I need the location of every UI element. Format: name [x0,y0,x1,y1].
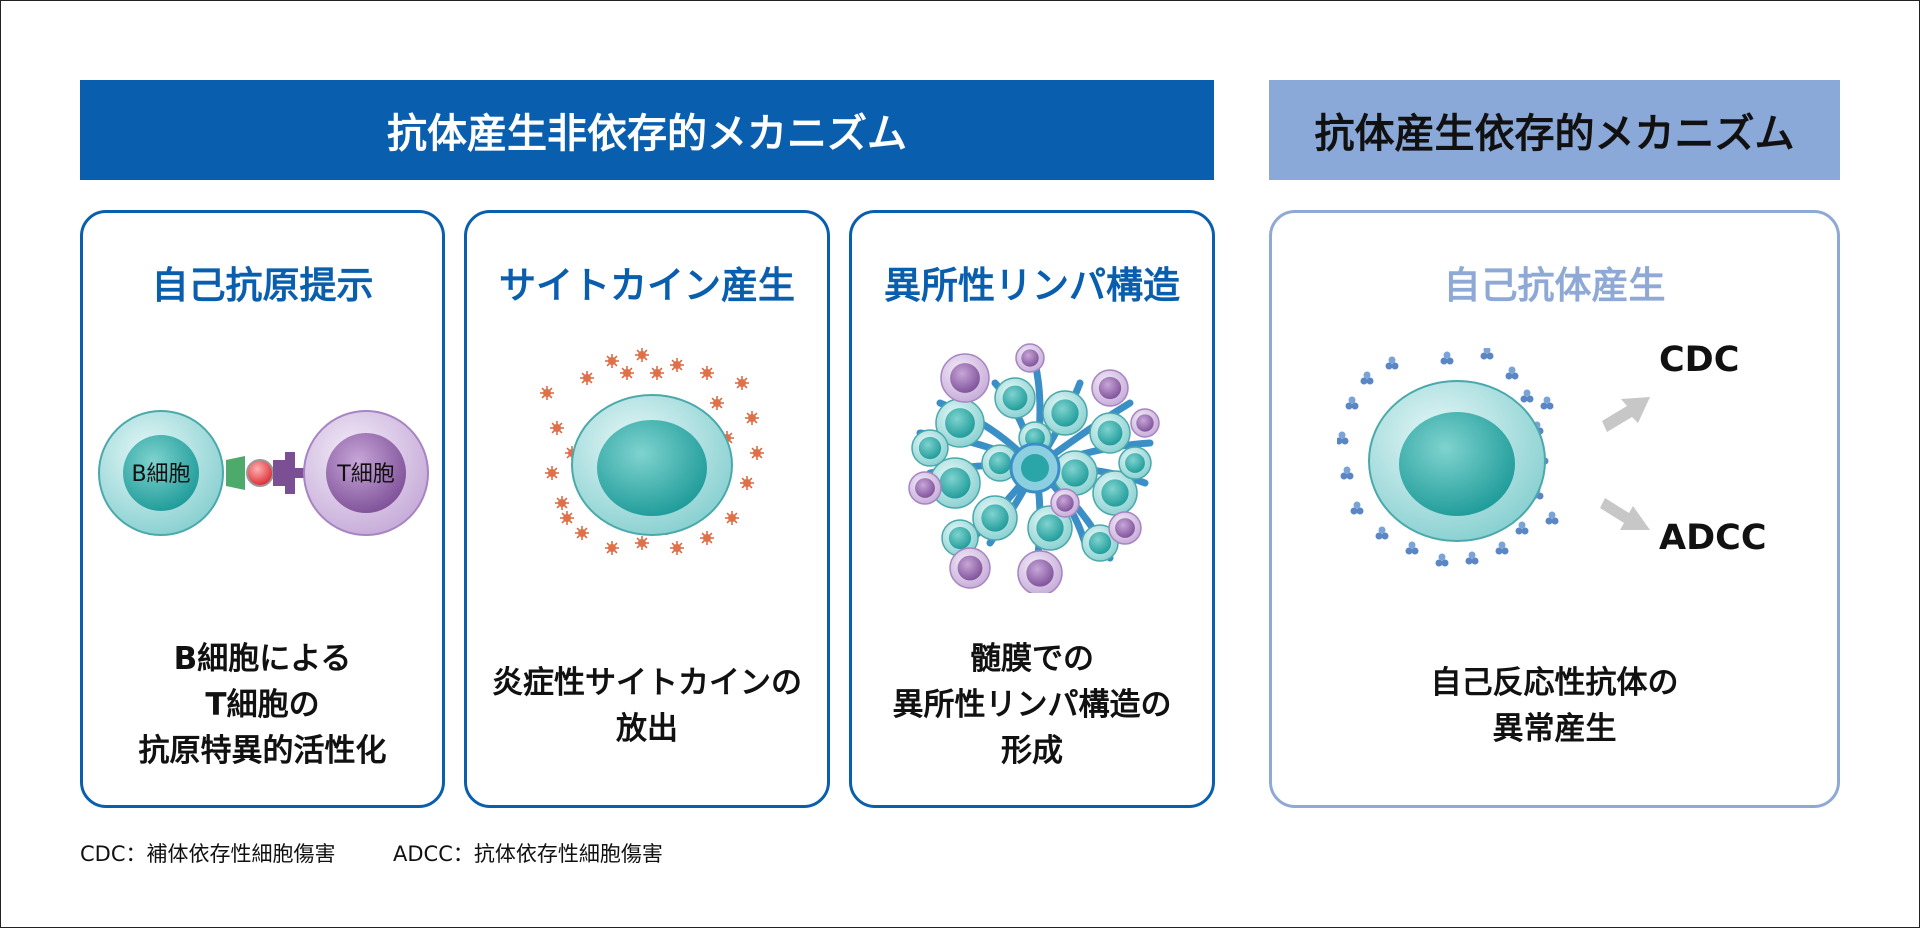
purple-cell [940,353,990,403]
cytokine-icon [670,541,684,555]
panel-title: 異所性リンパ構造 [884,264,1180,307]
antibody-icon [1350,501,1364,515]
banner-independent: 抗体産生非依存的メカニズム [80,80,1214,180]
antibody-icon [1405,541,1419,555]
cytokine-icon [560,511,574,525]
cytokine-icon [550,421,564,435]
teal-cell [981,444,1019,482]
t-cell-nucleus [326,433,406,513]
antigen-presentation-illustration: B細胞 T細胞 [98,410,429,536]
purple-cell [1091,369,1129,407]
teal-cell [1081,524,1119,562]
teal-cell [972,495,1018,541]
antigen-icon [246,459,274,487]
b-cell-nucleus [123,435,199,511]
antibody-icon [1520,389,1534,403]
lymphoid-structure-illustration [908,343,1160,593]
cytokine-icon [575,526,589,540]
antibody-icon [1465,551,1479,565]
cytokine-icon [725,511,739,525]
teal-cell [1042,390,1088,436]
cytokine-icon [740,476,754,490]
output-cdc: CDC [1659,340,1740,380]
purple-cell [1130,408,1160,438]
cytokine-icon [540,386,554,400]
teal-cell [1092,470,1138,516]
cytokine-icon [650,366,664,380]
panel-title: 自己抗体産生 [1443,264,1666,307]
teal-cell [994,377,1036,419]
tcr-receptor [273,452,295,494]
panel-cytokine-production: サイトカイン産生 炎症性サイトカインの 放出 [464,210,830,808]
antibody-icon [1545,511,1559,525]
purple-cell [1050,488,1080,518]
cytokine-icon [735,376,749,390]
antibody-icon [1360,371,1374,385]
teal-cell [935,398,985,448]
purple-cell [1108,511,1142,545]
autoantibody-illustration [1337,348,1650,567]
cytokine-illustration [540,348,764,555]
teal-cell [941,519,979,557]
cytokine-icon [750,446,764,460]
teal-cell [929,457,981,509]
arrow-cdc-icon [1602,397,1650,432]
panel-description: 髄膜での 異所性リンパ構造の 形成 [892,641,1172,769]
antibody-icon [1435,553,1449,567]
panel-description: 炎症性サイトカインの 放出 [492,665,802,747]
legend-adcc: ADCC：抗体依存性細胞傷害 [393,842,663,866]
cell-cluster [908,343,1160,593]
antibody-icon [1515,521,1529,535]
antibody-icon [1375,526,1389,540]
cytokine-icon [605,541,619,555]
purple-cell [1015,343,1045,373]
cytokine-icon [620,366,634,380]
antibody-icon [1495,541,1509,555]
cytokine-icon [710,396,724,410]
output-adcc: ADCC [1659,518,1767,558]
panel-antigen-presentation: 自己抗原提示 B細胞 T細胞 [80,210,445,808]
teal-cell [1089,412,1131,454]
antibody-icon [1340,466,1354,480]
banner-dependent: 抗体産生依存的メカニズム [1269,80,1840,180]
legend-cdc: CDC：補体依存性細胞傷害 [80,842,336,866]
antibody-icon [1440,351,1454,365]
purple-cell [949,547,991,589]
mhc-receptor [226,456,245,490]
cytokine-icon [605,354,619,368]
antibody-icon [1505,366,1519,380]
antibody-icon [1345,396,1359,410]
teal-cell [1052,450,1098,496]
cell-nucleus [1399,412,1515,516]
antibody-icon [1540,396,1554,410]
antibody-icon [1337,431,1349,445]
cytokine-icon [580,371,594,385]
cytokine-icon [700,366,714,380]
cytokine-icon [545,466,559,480]
b-cell-label: B細胞 [131,462,190,487]
cytokine-icon [700,531,714,545]
cell-nucleus [597,420,707,516]
teal-cell [911,429,949,467]
cytokine-icon [555,496,569,510]
cytokine-icon [670,358,684,372]
panel-ectopic-lymphoid: 異所性リンパ構造 髄膜での 異所性リンパ構造の 形成 [849,210,1215,808]
purple-cell [908,471,942,505]
cytokine-icon [635,348,649,362]
panel-autoantibody-production: 自己抗体産生 CDC ADCC 自己反応性抗体の 異常産生 [1269,210,1840,808]
antibody-icon [1480,348,1494,360]
arrow-adcc-icon [1600,498,1650,530]
teal-cell [1118,446,1152,480]
t-cell-label: T細胞 [336,462,394,487]
cytokine-icon [635,536,649,550]
purple-cell [1017,550,1063,593]
cytokine-icon [745,411,759,425]
panel-title: 自己抗原提示 [151,264,374,307]
panel-title: サイトカイン産生 [499,264,795,307]
antibody-icon [1385,356,1399,370]
panel-description: 自己反応性抗体の 異常産生 [1430,665,1679,747]
panel-description: B細胞による T細胞の 抗原特異的活性化 [138,641,387,769]
